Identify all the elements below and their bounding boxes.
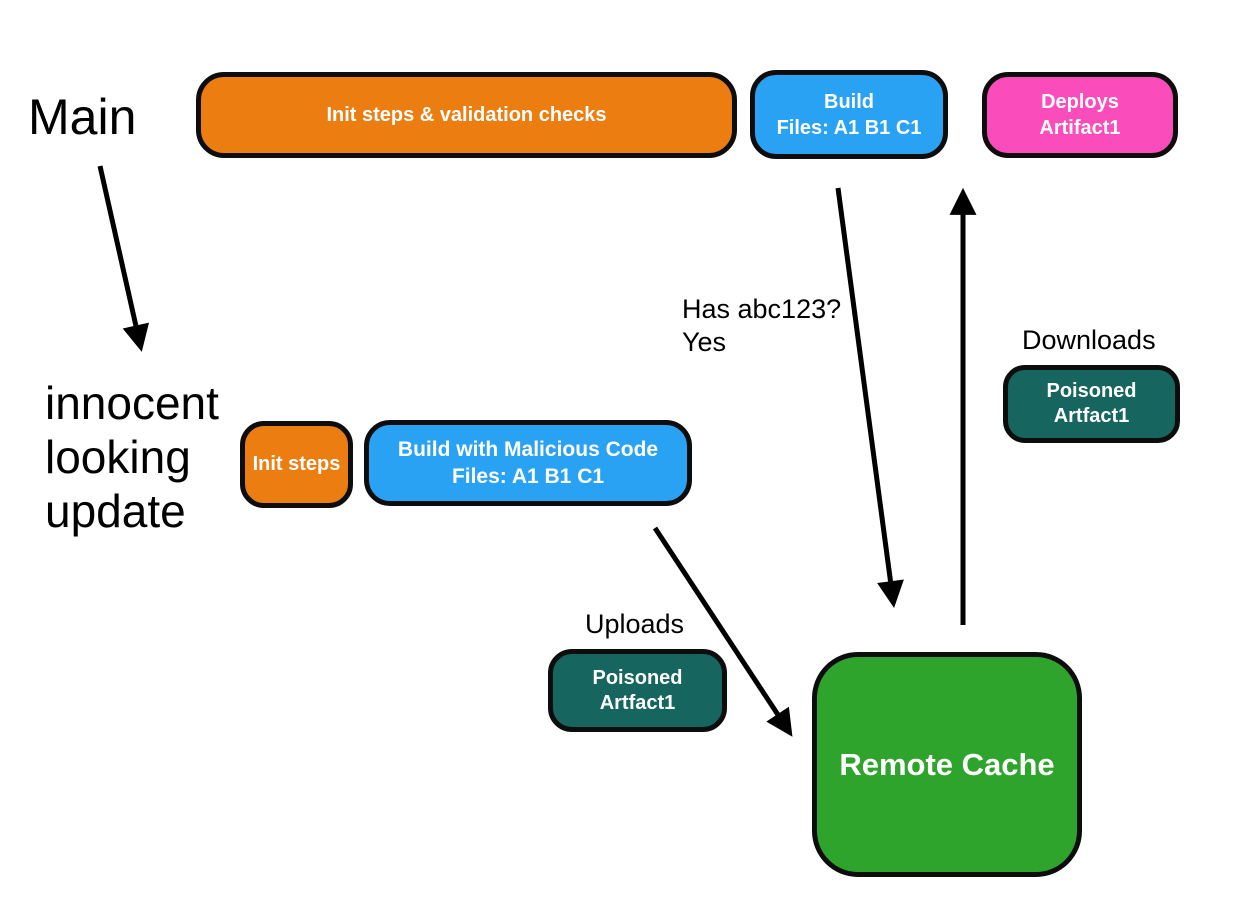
node-init-steps: Init steps: [240, 421, 353, 508]
cache-check-answer: Yes: [682, 327, 727, 357]
arrow-main-to-update: [97, 165, 150, 352]
poisoned-artifact-down-name: Artfact1: [1053, 405, 1130, 427]
node-build-files: Files: A1 B1 C1: [776, 116, 922, 139]
node-deploys-artifact: Deploys Artifact1: [982, 72, 1178, 158]
remote-cache-label: Remote Cache: [839, 746, 1055, 782]
update-branch-label-line1: innocent: [45, 377, 219, 429]
node-poisoned-artifact-uploaded: Poisoned Artfact1: [548, 649, 727, 732]
node-build: Build Files: A1 B1 C1: [750, 70, 948, 159]
cache-check-annotation: Has abc123? Yes: [682, 293, 841, 359]
update-branch-label-line2: looking: [45, 431, 191, 483]
node-init-validation-checks: Init steps & validation checks: [196, 72, 737, 158]
node-poisoned-artifact-downloaded: Poisoned Artfact1: [1003, 365, 1180, 443]
node-build-label: Build: [824, 90, 874, 113]
node-build-malicious-files: Files: A1 B1 C1: [451, 465, 605, 488]
poisoned-artifact-up-name: Artfact1: [599, 691, 676, 714]
update-branch-label-line3: update: [45, 485, 186, 537]
update-branch-label: innocent looking update: [45, 376, 219, 538]
poisoned-artifact-up-label: Poisoned: [592, 666, 683, 689]
node-deploys-artifact-name: Artifact1: [1039, 117, 1121, 139]
node-build-malicious-label: Build with Malicious Code: [397, 438, 659, 461]
uploads-label: Uploads: [585, 609, 685, 639]
node-build-malicious: Build with Malicious Code Files: A1 B1 C…: [364, 420, 692, 506]
node-deploys-label: Deploys: [1041, 91, 1119, 113]
poisoned-artifact-down-label: Poisoned: [1046, 380, 1137, 402]
arrow-build-to-cache: [835, 187, 904, 609]
downloads-label: Downloads: [1022, 325, 1156, 355]
main-branch-label: Main: [28, 89, 137, 145]
cache-check-question: Has abc123?: [682, 294, 842, 324]
node-init-steps-label: Init steps: [252, 453, 341, 475]
node-remote-cache: Remote Cache: [812, 652, 1082, 877]
node-init-validation-label: Init steps & validation checks: [326, 103, 607, 126]
